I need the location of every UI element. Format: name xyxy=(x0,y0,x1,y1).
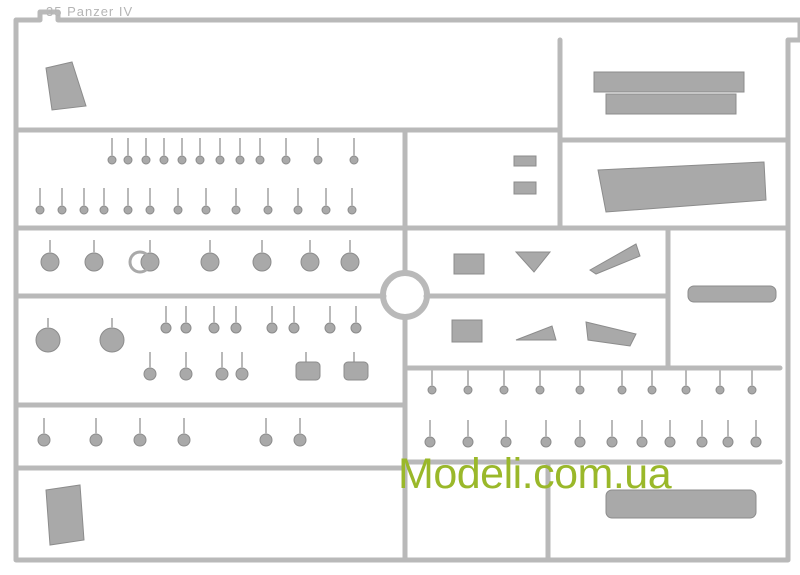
small-part xyxy=(40,252,60,272)
small-part xyxy=(35,327,61,353)
small-part xyxy=(350,322,362,334)
small-part xyxy=(141,155,151,165)
small-part xyxy=(231,205,241,215)
small-part xyxy=(252,252,272,272)
small-part xyxy=(647,385,657,395)
small-part xyxy=(340,252,360,272)
small-part xyxy=(300,252,320,272)
wedge-part xyxy=(589,243,641,275)
small-part xyxy=(179,367,193,381)
small-part xyxy=(99,205,109,215)
small-part xyxy=(79,205,89,215)
small-part xyxy=(424,436,436,448)
block-part xyxy=(451,319,483,343)
small-part xyxy=(177,433,191,447)
parts-group xyxy=(35,61,777,546)
block-part xyxy=(513,181,537,195)
small-part xyxy=(255,155,265,165)
barrel-part xyxy=(687,285,777,303)
small-part xyxy=(177,155,187,165)
engine-part xyxy=(295,361,321,381)
small-part xyxy=(715,385,725,395)
watermark-text: Modeli.com.ua xyxy=(398,450,672,498)
outer-runner xyxy=(13,9,800,563)
small-part xyxy=(427,385,437,395)
hatch-plate-part xyxy=(45,61,87,111)
small-part xyxy=(281,155,291,165)
small-part xyxy=(664,436,676,448)
small-part xyxy=(195,155,205,165)
small-part xyxy=(288,322,300,334)
small-part xyxy=(235,155,245,165)
hatch-plate-part xyxy=(45,484,85,546)
small-part xyxy=(574,436,586,448)
small-part xyxy=(349,155,359,165)
engine-part xyxy=(343,361,369,381)
small-part xyxy=(235,367,249,381)
small-part xyxy=(575,385,585,395)
small-part xyxy=(180,322,192,334)
small-part xyxy=(159,155,169,165)
small-part xyxy=(145,205,155,215)
small-part xyxy=(57,205,67,215)
block-part xyxy=(513,155,537,167)
small-part xyxy=(636,436,648,448)
small-part xyxy=(201,205,211,215)
small-part xyxy=(293,205,303,215)
small-part xyxy=(606,436,618,448)
center-ring xyxy=(380,270,430,320)
ring-part xyxy=(128,250,152,274)
bracket-part xyxy=(514,251,552,273)
small-part xyxy=(123,155,133,165)
small-part xyxy=(133,433,147,447)
block-part xyxy=(453,253,485,275)
small-part xyxy=(347,205,357,215)
small-part xyxy=(173,205,183,215)
small-part xyxy=(324,322,336,334)
small-part xyxy=(89,433,103,447)
small-part xyxy=(84,252,104,272)
small-part xyxy=(263,205,273,215)
sprue-label: 35 Panzer IV xyxy=(46,4,134,19)
small-part xyxy=(160,322,172,334)
small-part xyxy=(293,433,307,447)
hull-part xyxy=(605,489,757,519)
small-part xyxy=(107,155,117,165)
small-part xyxy=(266,322,278,334)
small-part xyxy=(540,436,552,448)
small-part xyxy=(722,436,734,448)
wedge-part xyxy=(585,321,637,347)
small-part xyxy=(143,367,157,381)
small-part xyxy=(321,205,331,215)
small-part xyxy=(463,385,473,395)
small-part xyxy=(750,436,762,448)
small-part xyxy=(208,322,220,334)
small-part xyxy=(617,385,627,395)
armor-plate-part xyxy=(593,71,745,93)
armor-plate-part xyxy=(605,93,737,115)
small-part xyxy=(313,155,323,165)
small-part xyxy=(215,155,225,165)
small-part xyxy=(696,436,708,448)
bracket-part xyxy=(515,325,557,341)
small-part xyxy=(35,205,45,215)
small-part xyxy=(99,327,125,353)
small-part xyxy=(462,436,474,448)
small-part xyxy=(215,367,229,381)
small-part xyxy=(499,385,509,395)
small-part xyxy=(500,436,512,448)
small-part xyxy=(37,433,51,447)
small-part xyxy=(230,322,242,334)
small-part xyxy=(747,385,757,395)
small-part xyxy=(681,385,691,395)
small-part xyxy=(535,385,545,395)
small-part xyxy=(259,433,273,447)
fender-part xyxy=(597,161,767,213)
small-part xyxy=(200,252,220,272)
small-part xyxy=(123,205,133,215)
